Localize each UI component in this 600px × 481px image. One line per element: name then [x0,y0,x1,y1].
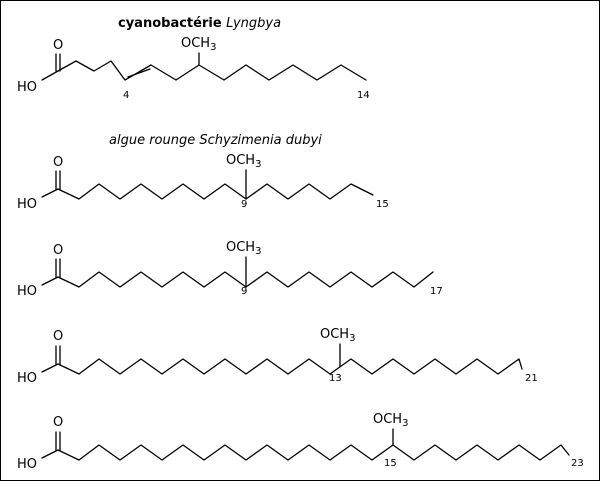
methoxy-label: OCH3 [226,153,261,170]
molecule-c17: O HO OCH3 9 17 [17,240,443,299]
molecule-c21: O HO OCH3 13 21 [17,327,538,386]
carbon-skeleton [41,343,523,375]
methoxy-position: 13 [329,373,342,384]
carbon-skeleton [41,256,434,288]
oxygen-label: O [53,329,63,344]
caption-red-algae: algue rounge Schyzimenia dubyi [109,133,322,148]
chain-end-number: 23 [571,458,584,469]
chain-end-number: 15 [376,199,389,210]
oxygen-label: O [53,155,63,170]
methoxy-label: OCH3 [373,412,408,429]
hydroxyl-label: HO [17,197,37,212]
methoxy-position: 9 [241,286,247,297]
hydroxyl-label: HO [17,284,37,299]
chain-end-number: 17 [430,286,443,297]
oxygen-label: O [53,415,63,430]
molecule-c15: O HO OCH3 9 15 [17,153,389,212]
methoxy-label: OCH3 [181,36,216,53]
chain-end-number: 21 [525,373,538,384]
hydroxyl-label: HO [17,457,37,472]
hydroxyl-label: HO [17,80,37,95]
oxygen-label: O [53,243,63,258]
methoxy-position: 15 [384,458,397,469]
carbon-skeleton [41,169,374,200]
methoxy-position: 9 [241,199,247,210]
molecule-lyngbya: O HO OCH3 4 14 [17,36,370,101]
methoxy-label: OCH3 [226,240,261,257]
carbon-skeleton [41,428,570,461]
hydroxyl-label: HO [17,371,37,386]
methoxy-label: OCH3 [320,327,355,344]
caption-cyanobacteria: cyanobactérie Lyngbya [118,16,281,31]
oxygen-label: O [53,38,63,53]
carbon-skeleton [41,52,367,81]
molecule-c23: O HO OCH3 15 23 [17,412,584,472]
chain-end-number: 14 [357,90,370,101]
double-bond-position: 4 [123,90,129,101]
